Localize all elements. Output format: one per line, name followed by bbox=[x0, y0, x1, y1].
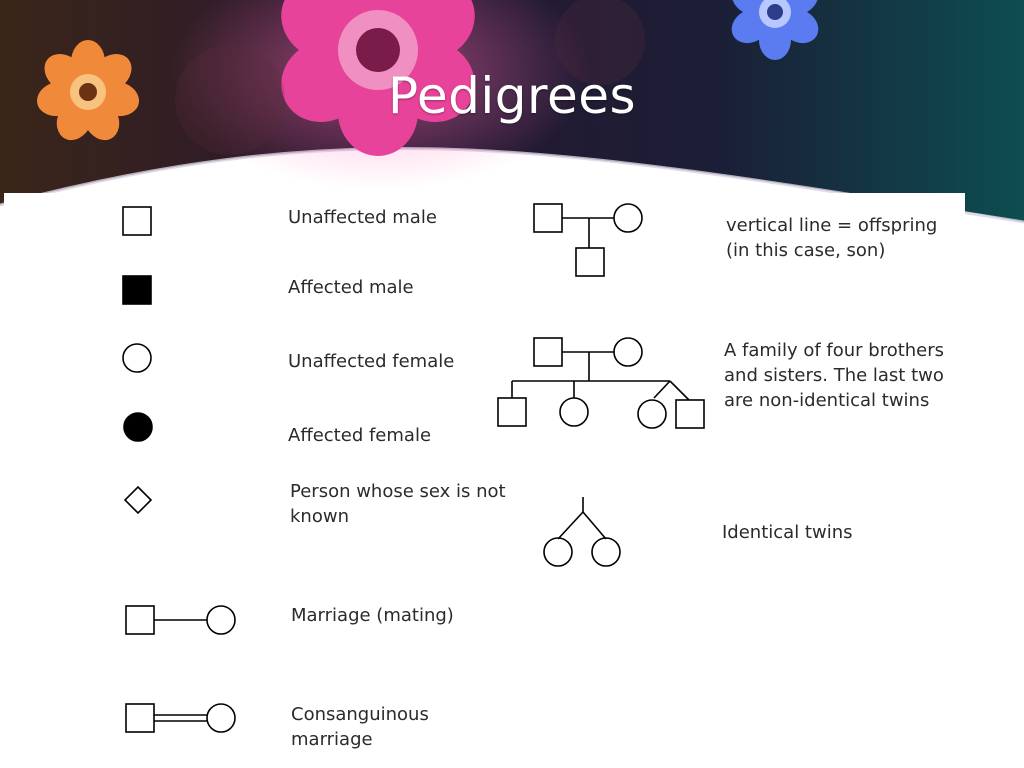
unaffected-male-symbol bbox=[122, 206, 152, 236]
slide-title: Pedigrees bbox=[387, 67, 637, 125]
label-identical-twins: Identical twins bbox=[722, 522, 853, 543]
blue-flower-icon bbox=[731, 0, 819, 60]
orange-flower-icon bbox=[36, 40, 140, 141]
family-pedigree bbox=[497, 337, 705, 429]
content-panel bbox=[4, 193, 965, 768]
offspring-pedigree bbox=[533, 203, 643, 277]
sex-unknown-symbol bbox=[123, 485, 153, 515]
label-consanguineous: Consanguinous marriage bbox=[291, 704, 429, 750]
pink-flower-icon bbox=[281, 0, 475, 156]
identical-twins-pedigree bbox=[543, 497, 621, 567]
label-sex-unknown: Person whose sex is not known bbox=[290, 481, 506, 527]
marriage-symbol bbox=[125, 605, 236, 635]
faint-flower-icon bbox=[175, 0, 645, 155]
label-unaffected-male: Unaffected male bbox=[288, 207, 437, 228]
label-affected-female: Affected female bbox=[288, 425, 432, 446]
label-affected-male: Affected male bbox=[288, 277, 414, 298]
label-family: A family of four brothers and sisters. T… bbox=[724, 340, 945, 411]
label-unaffected-female: Unaffected female bbox=[288, 351, 455, 372]
affected-female-symbol bbox=[123, 412, 153, 442]
unaffected-female-symbol bbox=[122, 343, 152, 373]
consanguineous-marriage-symbol bbox=[125, 703, 236, 733]
label-marriage: Marriage (mating) bbox=[291, 605, 454, 626]
label-offspring: vertical line = offspring (in this case,… bbox=[726, 215, 938, 261]
affected-male-symbol bbox=[122, 275, 152, 305]
